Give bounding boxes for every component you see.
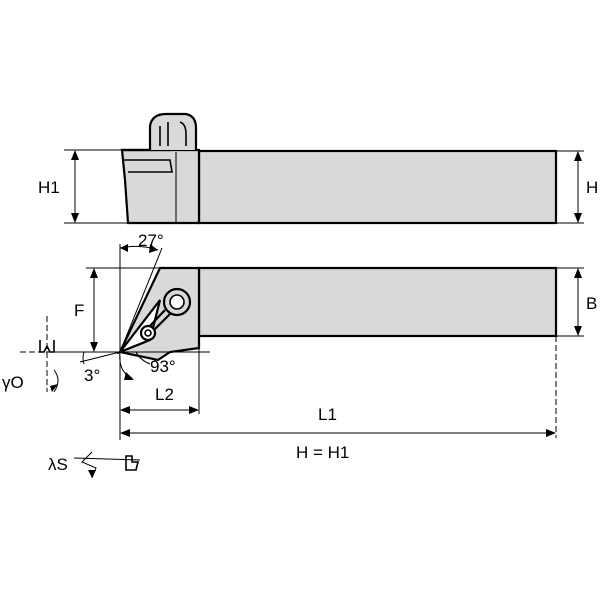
b-right-label: B <box>586 294 597 313</box>
clamp-screw-detail <box>159 121 187 146</box>
angle-3-arc <box>82 351 85 365</box>
clamp-screw <box>148 112 198 150</box>
side-view-head <box>120 148 201 225</box>
l1-label: L1 <box>318 405 337 424</box>
side-view-shank <box>197 149 558 225</box>
lambda-s-label: λS <box>48 455 68 474</box>
h-eq-h1-label: H = H1 <box>296 443 349 462</box>
side-view <box>64 112 584 225</box>
gamma-o-section-symbol <box>39 316 59 393</box>
lambda-s-section-symbol <box>73 451 141 479</box>
top-view-shank <box>197 266 558 338</box>
angle-27-label: 27° <box>138 231 164 250</box>
l2-label: L2 <box>155 385 174 404</box>
h1-side-label: H1 <box>38 178 60 197</box>
top-view <box>20 244 584 479</box>
f-label: F <box>74 301 84 320</box>
angle-93-label: 93° <box>150 357 176 376</box>
insert-screw <box>139 324 157 342</box>
side-view-insert-seat <box>124 159 173 173</box>
angle-3-label: 3° <box>84 366 100 385</box>
h-right-label: H <box>586 178 598 197</box>
gamma-o-label: γO <box>2 373 24 392</box>
